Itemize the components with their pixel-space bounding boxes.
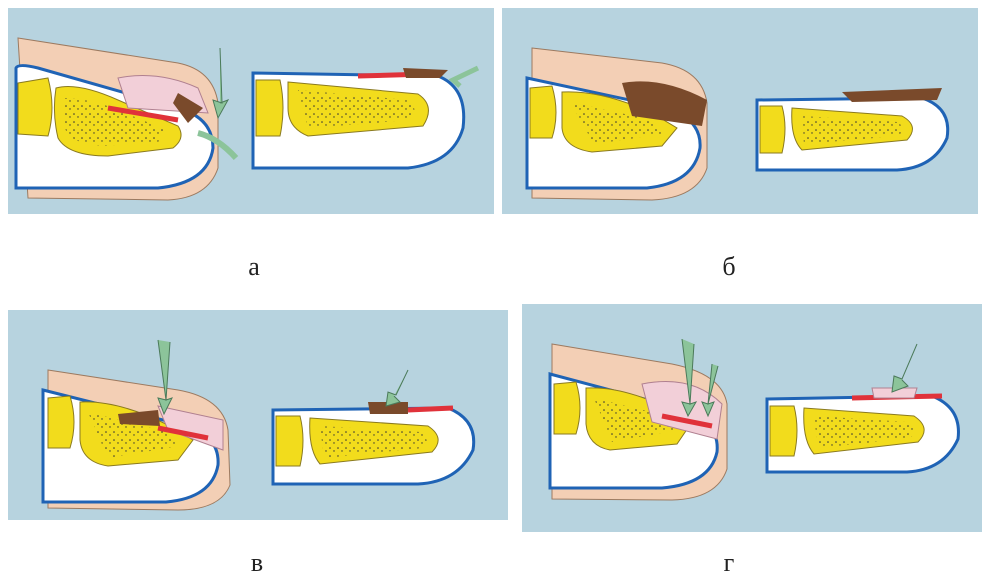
arrow-icon [158,340,172,414]
panel-label: г [699,548,759,578]
finger-section-view [273,402,474,484]
finger-side-view [550,344,727,500]
panel-b-illustration [502,8,978,214]
panel-a [8,8,494,214]
panel-label: в [227,548,287,578]
panel-v [8,310,508,520]
panel-g-illustration [522,304,982,532]
arrow-icon [892,344,917,392]
panel-v-illustration [8,310,508,520]
panel-label: а [224,252,284,282]
finger-side-view [43,370,230,510]
panel-b [502,8,978,214]
panel-g [522,304,982,532]
arrow-icon [386,370,408,406]
finger-section-view [767,388,958,472]
finger-section-view [253,68,478,168]
panel-label: б [699,252,759,282]
finger-side-view [16,38,218,200]
panel-a-illustration [8,8,494,214]
finger-side-view [527,48,707,200]
arrow-icon [453,68,478,86]
finger-section-view [757,88,948,170]
